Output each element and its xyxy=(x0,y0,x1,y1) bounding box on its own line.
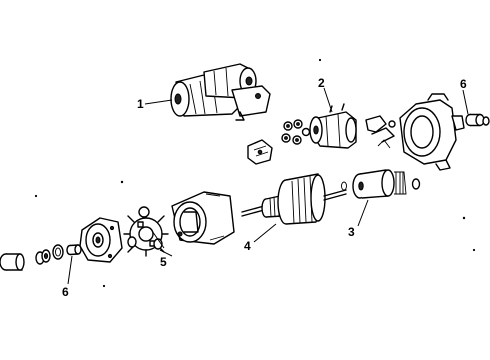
brush-holder-piece xyxy=(247,139,273,165)
solenoid-hardware xyxy=(281,119,311,145)
callout-5: 5 xyxy=(160,255,167,269)
pinion-drive-clutch xyxy=(352,169,407,199)
bushing-bottom-left xyxy=(66,244,82,256)
drive-end-housing xyxy=(399,93,465,171)
solenoid xyxy=(309,103,357,149)
brush-plate xyxy=(123,211,169,257)
callout-6-top: 6 xyxy=(460,77,467,91)
callout-3: 3 xyxy=(348,225,355,239)
callout-6-bottom: 6 xyxy=(62,285,69,299)
end-cap xyxy=(0,253,25,271)
callout-2: 2 xyxy=(318,76,325,90)
snap-ring xyxy=(411,178,421,190)
seal-washers xyxy=(35,244,64,265)
callout-1: 1 xyxy=(137,97,144,111)
plunger-lever-parts xyxy=(365,115,396,149)
bushing-top-right xyxy=(465,113,490,127)
armature xyxy=(241,173,347,225)
field-frame-yoke xyxy=(171,191,235,245)
thrust-collar xyxy=(341,181,347,191)
callout-4: 4 xyxy=(244,239,251,253)
starter-assembly xyxy=(170,63,271,121)
print-specks xyxy=(34,58,476,288)
commutator-end-frame xyxy=(79,217,123,263)
